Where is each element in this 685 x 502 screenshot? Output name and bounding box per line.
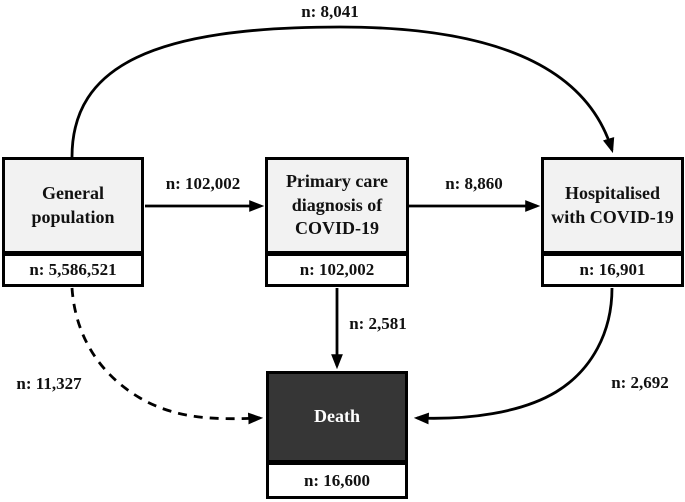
edge-label-general-to-primary: n: 102,002 — [165, 174, 241, 193]
node-hospitalised-label: Hospitalised with COVID-19 — [541, 157, 684, 254]
node-hospitalised: Hospitalised with COVID-19 n: 16,901 — [541, 157, 684, 287]
node-death-label: Death — [266, 371, 408, 463]
edge-hospitalised-to-death-curve — [413, 287, 614, 425]
node-hospitalised-count: n: 16,901 — [541, 253, 684, 287]
edge-label-primary-to-hospitalised: n: 8,860 — [445, 174, 503, 193]
edge-label-general-to-death: n: 11,327 — [16, 374, 82, 393]
edge-general-to-hospitalised-curve — [70, 25, 615, 158]
node-death: Death n: 16,600 — [266, 371, 408, 499]
node-death-count: n: 16,600 — [266, 462, 408, 499]
edge-label-general-to-hospitalised: n: 8,041 — [301, 2, 359, 21]
node-general-population-count: n: 5,586,521 — [2, 253, 144, 287]
edge-general-to-death-dashed-curve — [70, 287, 264, 425]
node-general-population-label: General population — [2, 157, 144, 254]
node-general-population: General population n: 5,586,521 — [2, 157, 144, 287]
node-primary-care-label: Primary care diagnosis of COVID-19 — [265, 157, 409, 254]
node-primary-care-count: n: 102,002 — [265, 253, 409, 287]
edge-label-primary-to-death: n: 2,581 — [349, 314, 407, 333]
edge-label-hospitalised-to-death: n: 2,692 — [611, 373, 669, 392]
node-primary-care: Primary care diagnosis of COVID-19 n: 10… — [265, 157, 409, 287]
